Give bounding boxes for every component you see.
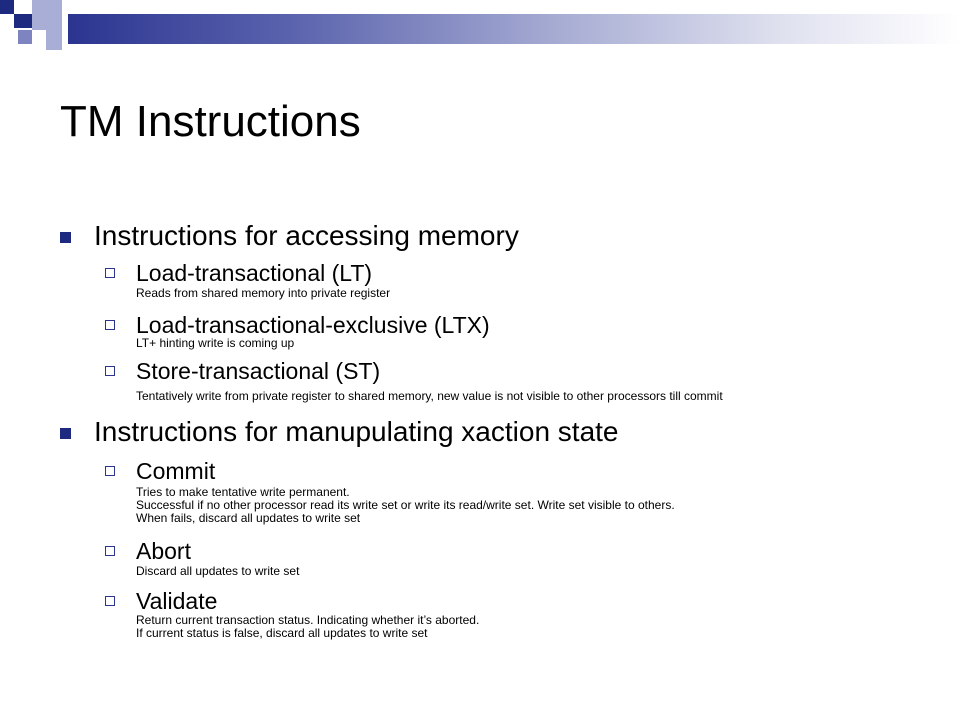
hollow-square-bullet-icon bbox=[105, 320, 115, 330]
item-label: Load-transactional-exclusive (LTX) bbox=[136, 312, 490, 338]
item-label: Abort bbox=[136, 538, 191, 564]
decorative-square bbox=[18, 30, 32, 44]
item-note: Return current transaction status. Indic… bbox=[136, 613, 480, 627]
item-note: Discard all updates to write set bbox=[136, 564, 300, 578]
hollow-square-bullet-icon bbox=[105, 466, 115, 476]
hollow-square-bullet-icon bbox=[105, 596, 115, 606]
item-note: Tentatively write from private register … bbox=[136, 389, 723, 403]
item-note: If current status is false, discard all … bbox=[136, 626, 428, 640]
item-label: Store-transactional (ST) bbox=[136, 358, 381, 384]
slide-title: TM Instructions bbox=[60, 97, 361, 146]
section-heading: Instructions for manupulating xaction st… bbox=[94, 416, 619, 447]
item-label: Load-transactional (LT) bbox=[136, 260, 373, 286]
section-heading: Instructions for accessing memory bbox=[94, 220, 519, 251]
item-note: Tries to make tentative write permanent. bbox=[136, 485, 350, 499]
decorative-square bbox=[32, 0, 62, 30]
decorative-square bbox=[46, 30, 62, 50]
decorative-square bbox=[14, 14, 32, 28]
square-bullet-icon bbox=[60, 428, 71, 439]
item-note: Reads from shared memory into private re… bbox=[136, 286, 391, 300]
square-bullet-icon bbox=[60, 232, 71, 243]
decorative-square bbox=[0, 0, 14, 14]
item-note: LT+ hinting write is coming up bbox=[136, 336, 295, 350]
hollow-square-bullet-icon bbox=[105, 268, 115, 278]
item-label: Commit bbox=[136, 458, 216, 484]
hollow-square-bullet-icon bbox=[105, 546, 115, 556]
header-gradient-bar bbox=[68, 14, 960, 44]
hollow-square-bullet-icon bbox=[105, 366, 115, 376]
item-note: When fails, discard all updates to write… bbox=[136, 511, 361, 525]
item-note: Successful if no other processor read it… bbox=[136, 498, 675, 512]
item-label: Validate bbox=[136, 588, 218, 614]
